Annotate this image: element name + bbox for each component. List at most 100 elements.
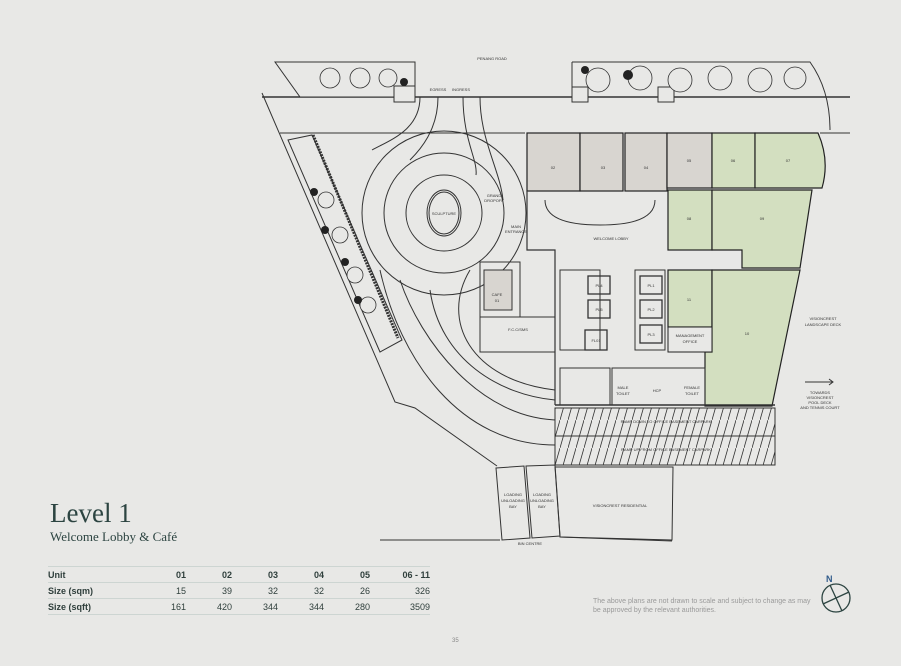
planter-top-right — [572, 61, 831, 131]
entrance-label-2: ENTRANCE — [505, 229, 527, 234]
loading-bay-label-2: UNLOADING — [501, 498, 525, 503]
loading-bay-label: LOADING — [504, 492, 522, 497]
compass-label: N — [826, 574, 833, 584]
page-title: Level 1 — [50, 498, 132, 528]
disclaimer: The above plans are not drawn to scale a… — [593, 598, 811, 614]
table-cell: 39 — [186, 582, 232, 599]
header-cell: Unit — [48, 566, 140, 583]
table-header-row: Unit 01 02 03 04 05 06 - 11 — [48, 566, 430, 583]
ramp-up-label: RAMP UP FROM OFFICE BASEMENT CARPARK — [621, 447, 711, 452]
header-cell: 02 — [186, 566, 232, 583]
female-toilet-label: FEMALE — [684, 385, 700, 390]
table-cell: 32 — [232, 582, 278, 599]
loading-bay-2-label: LOADING — [533, 492, 551, 497]
table-row: Size (sqm) 15 39 32 32 26 326 — [48, 582, 430, 599]
unit-02-label: 02 — [551, 165, 556, 170]
row-label: Size (sqm) — [48, 582, 140, 599]
mgmt-office-label: MANAGEMENT — [676, 333, 705, 338]
header-cell: 04 — [278, 566, 324, 583]
table-cell: 32 — [278, 582, 324, 599]
site-boundary — [261, 92, 498, 467]
loading-bay-label-3: BAY — [509, 504, 517, 509]
unit-05 — [666, 132, 713, 189]
unit-03-label: 03 — [601, 165, 606, 170]
unit-08-label: 08 — [687, 216, 692, 221]
table-cell: 3509 — [370, 598, 430, 615]
table-cell: 344 — [232, 598, 278, 615]
staircase — [559, 367, 611, 406]
towards-label-4: AND TENNIS COURT — [800, 405, 840, 410]
loading-bay-1 — [495, 465, 531, 541]
dropoff-label: GRAND — [487, 193, 502, 198]
dropoff-label-2: DROPOFF — [484, 198, 504, 203]
table-cell: 26 — [324, 582, 370, 599]
table-cell: 161 — [140, 598, 186, 615]
lobby-seating — [544, 199, 656, 226]
landscape-deck-label-2: LANDSCAPE DECK — [805, 322, 842, 327]
male-toilet-label: MALE — [618, 385, 629, 390]
egress-label: EGRESS — [430, 87, 447, 92]
unit-11-label: 11 — [687, 297, 692, 302]
trees — [317, 65, 807, 314]
unit-06 — [711, 132, 756, 189]
unit-04-label: 04 — [644, 165, 649, 170]
unit-03 — [579, 132, 624, 192]
header-cell: 06 - 11 — [370, 566, 430, 583]
male-toilet-label-2: TOILET — [616, 391, 630, 396]
road-label: PENANG ROAD — [477, 56, 507, 61]
loading-bay-2-label-3: BAY — [538, 504, 546, 509]
towards-label: TOWARDS — [810, 390, 831, 395]
lift-pl4-label: PL4 — [595, 283, 603, 288]
table-cell: 344 — [278, 598, 324, 615]
entrance-label: MAIN — [511, 224, 521, 229]
sculpture-label: SCULPTURE — [432, 211, 457, 216]
fcc-label: F.C.C/SMS — [508, 327, 528, 332]
lift-lobby-right — [634, 269, 666, 351]
cafe-label: CAFE — [492, 292, 503, 297]
unit-06-label: 06 — [731, 158, 736, 163]
loading-bay-2-label-2: UNLOADING — [530, 498, 554, 503]
unit-05-label: 05 — [687, 158, 692, 163]
female-toilet-label-2: TOILET — [685, 391, 699, 396]
header-cell: 05 — [324, 566, 370, 583]
header-cell: 03 — [232, 566, 278, 583]
lift-fl — [584, 329, 608, 351]
lift-pl1 — [639, 275, 663, 295]
page-subtitle: Welcome Lobby & Café — [50, 529, 178, 544]
bin-centre-label: BIN CENTRE — [518, 541, 543, 546]
lift-pl2-label: PL2 — [647, 307, 655, 312]
driveway-curve — [399, 279, 561, 421]
hcp-label: HCP — [653, 388, 662, 393]
unit-10-label: 10 — [745, 331, 750, 336]
table-cell: 326 — [370, 582, 430, 599]
towards-label-3: POOL DECK — [808, 400, 832, 405]
lift-pl3 — [639, 324, 663, 344]
cafe-unit-label: 01 — [495, 298, 500, 303]
table-cell: 280 — [324, 598, 370, 615]
towards-label-2: VISIONCREST — [806, 395, 834, 400]
residential-label: VISIONCREST RESIDENTIAL — [593, 503, 648, 508]
planter-left — [287, 134, 403, 353]
table-cell: 15 — [140, 582, 186, 599]
dark-shrubs — [310, 66, 633, 304]
lift-fl-label: FL01 — [591, 338, 601, 343]
table-row: Size (sqft) 161 420 344 344 280 3509 — [48, 598, 430, 615]
lift-pl3-label: PL3 — [647, 332, 655, 337]
unit-08 — [667, 189, 713, 251]
landscape-deck-label: VISIONCREST — [809, 316, 837, 321]
header-cell: 01 — [140, 566, 186, 583]
lobby-label: WELCOME LOBBY — [593, 236, 628, 241]
lift-pl4 — [587, 275, 611, 295]
mgmt-office-label-2: OFFICE — [683, 339, 698, 344]
row-label: Size (sqft) — [48, 598, 140, 615]
page-number: 35 — [452, 638, 459, 644]
ingress-label: INGRESS — [452, 87, 470, 92]
lift-lobby-left — [559, 269, 601, 351]
lift-pl2 — [639, 299, 663, 319]
unit-07-label: 07 — [786, 158, 791, 163]
lift-pl5 — [587, 299, 611, 319]
ramp-down-label: RAMP DOWN TO OFFICE BASEMENT CARPARK — [621, 419, 712, 424]
unit-02 — [526, 132, 581, 192]
toilets — [611, 367, 706, 406]
